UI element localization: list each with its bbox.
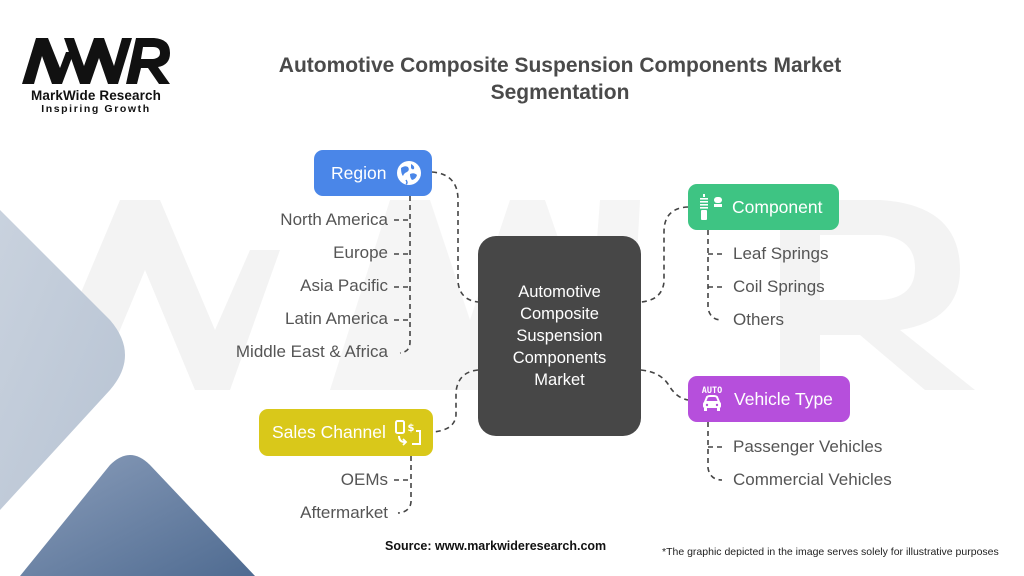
segment-node-region[interactable]: Region [314, 150, 432, 196]
segment-node-sales-channel[interactable]: Sales Channel $ [259, 409, 433, 456]
segment-node-component[interactable]: Component [688, 184, 839, 230]
component-item-others: Others [733, 310, 785, 329]
region-item-europe: Europe [333, 243, 388, 262]
title-line-2: Segmentation [490, 81, 630, 104]
region-item-latin-america: Latin America [285, 309, 388, 328]
center-line-2: Composite [520, 305, 599, 323]
segment-label-region: Region [331, 162, 387, 183]
svg-text:AUTO: AUTO [702, 386, 722, 396]
region-item-asia-pacific: Asia Pacific [300, 276, 388, 295]
sales-item-oems: OEMs [340, 470, 388, 489]
brand-logo: MarkWide Research Inspiring Growth [16, 36, 176, 120]
component-item-leaf-springs: Leaf Springs [733, 244, 829, 263]
segment-label-sales-channel: Sales Channel [272, 422, 386, 442]
center-market-node: Automotive Composite Suspension Componen… [478, 236, 641, 436]
title-line-1: Automotive Composite Suspension Componen… [278, 54, 842, 77]
suspension-spring-icon [698, 193, 724, 221]
center-line-5: Market [534, 371, 585, 389]
component-item-coil-springs: Coil Springs [733, 277, 825, 296]
connector-component-center [640, 206, 689, 303]
segment-label-vehicle-type: Vehicle Type [734, 388, 833, 409]
region-item-middle-east-africa: Middle East & Africa [235, 342, 388, 361]
mobile-payment-icon: $ [394, 419, 424, 447]
connector-sales-center [432, 369, 479, 433]
disclaimer-text: *The graphic depicted in the image serve… [662, 546, 999, 558]
connector-vehicle-trunk [707, 422, 723, 481]
mwr-logo-mark [22, 38, 170, 84]
center-line-1: Automotive [518, 283, 601, 301]
vehicle-item-commercial: Commercial Vehicles [733, 470, 892, 489]
globe-icon [395, 159, 423, 187]
connector-component-trunk [707, 230, 723, 321]
connector-sales-trunk [397, 456, 412, 514]
segment-node-vehicle-type[interactable]: AUTO Vehicle Type [688, 376, 850, 422]
page-title: Automotive Composite Suspension Componen… [230, 52, 890, 106]
svg-text:$: $ [407, 423, 414, 434]
connector-region-trunk [399, 196, 411, 354]
region-item-north-america: North America [280, 210, 388, 229]
vehicle-item-passenger: Passenger Vehicles [733, 437, 883, 456]
source-link[interactable]: Source: www.markwideresearch.com [385, 539, 607, 553]
brand-tagline: Inspiring Growth [41, 103, 151, 115]
connector-vehicle-center [640, 369, 689, 401]
center-line-3: Suspension [516, 327, 603, 345]
brand-name: MarkWide Research [31, 88, 161, 103]
center-line-4: Components [512, 349, 607, 367]
connector-region-center [431, 171, 479, 303]
segment-label-component: Component [732, 196, 823, 217]
auto-car-icon: AUTO [698, 384, 726, 414]
sales-item-aftermarket: Aftermarket [300, 503, 388, 522]
